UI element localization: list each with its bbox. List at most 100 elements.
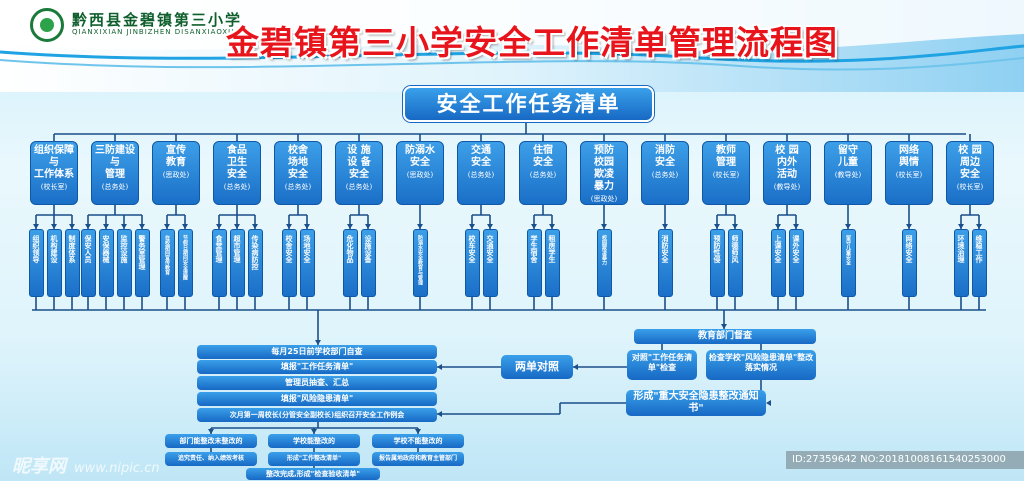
compare-box: 两单对照	[501, 355, 573, 379]
sub-item-label: 传染病防控	[251, 235, 259, 270]
sub-arrowhead	[252, 224, 258, 229]
sub-item-label: 交通安全	[486, 235, 494, 263]
sub-item-label: 环境治理	[957, 235, 965, 263]
sub-item: 节假日期间安全提醒	[177, 229, 193, 297]
sub-item: 校车安全	[464, 229, 480, 297]
category-name: 宣传 教育	[166, 145, 186, 168]
sub-item: 食堂管理	[211, 229, 227, 297]
sub-item: 防溺水安全教育与管理	[412, 229, 428, 297]
sub-item-label: 师德师风	[731, 235, 739, 263]
sub-item: 监控设施	[116, 229, 132, 297]
sub-item-label: 监控设施	[120, 235, 128, 263]
category-node: 留守 儿童(教导处)	[824, 141, 872, 205]
final-acceptance-list: 整改完成,形成"检查验收清单"	[246, 468, 380, 480]
sub-item-label: 机构建设	[50, 235, 58, 263]
category-dept: (教导处)	[773, 183, 801, 191]
sub-item-label: 维稳工作	[975, 235, 983, 263]
sub-item: 组织领导	[28, 229, 44, 297]
category-name: 三防建设 与 管理	[95, 145, 135, 180]
sub-arrowhead	[732, 224, 738, 229]
sub-item: 环境治理	[953, 229, 969, 297]
category-name: 组织保障 与 工作体系	[34, 145, 74, 180]
category-dept: (总务处)	[529, 171, 557, 179]
sub-item: 师德师风	[727, 229, 743, 297]
edu-dept-inspection: 教育部门督查	[634, 329, 816, 344]
school-name-en: QIANXIXIAN JINBIZHEN DISANXIAOXUE	[72, 28, 240, 36]
sub-item-label: 组织领导	[32, 235, 40, 263]
sub-item: 危化物品	[342, 229, 358, 297]
sub-arrowhead	[347, 224, 353, 229]
sub-arrowhead	[775, 224, 781, 229]
sub-item: 机构建设	[46, 229, 62, 297]
category-dept: (教导处)	[834, 171, 862, 179]
sub-item: 学生宿舍	[526, 229, 542, 297]
watermark-id: ID:27359642 NO:20181008161540253000	[786, 451, 1024, 469]
category-node: 防溺水 安全(思政处)	[396, 141, 444, 205]
sub-arrowhead	[286, 224, 292, 229]
flow-step-admin-check: 管理员抽查、汇总	[197, 376, 437, 390]
branch-arrowhead	[311, 429, 317, 434]
sub-item: 设施设备	[360, 229, 376, 297]
root-node: 安全工作任务清单	[403, 86, 654, 122]
sub-item: 场地安全	[299, 229, 315, 297]
category-node: 网络 舆情(校长室)	[885, 141, 933, 205]
check-risk-list: 检查学校"风险隐患清单"整改落实情况	[706, 350, 816, 380]
category-name: 校 园 周边 安全	[958, 145, 982, 180]
sub-item: 课外安全	[788, 229, 804, 297]
category-node: 食品 卫生 安全(总务处)	[213, 141, 261, 205]
sub-arrowhead	[85, 224, 91, 229]
sub-item-label: 课外安全	[792, 235, 800, 263]
category-node: 交通 安全(总务处)	[457, 141, 505, 205]
category-dept: (思政处)	[162, 171, 190, 179]
branch-arrowhead	[415, 429, 421, 434]
sub-arrowhead	[549, 224, 555, 229]
category-dept: (校长室)	[40, 183, 68, 191]
sub-arrowhead	[121, 224, 127, 229]
category-name: 预防 校园 欺凌 暴力	[594, 145, 614, 192]
category-dept: (校长室)	[712, 171, 740, 179]
category-node: 校 园 周边 安全(校长室)	[946, 141, 994, 205]
sub-arrowhead	[662, 224, 668, 229]
sub-arrowhead	[164, 224, 170, 229]
main-flow-arrowhead	[315, 340, 321, 345]
category-node: 教师 管理(校长室)	[702, 141, 750, 205]
sub-item-label: 网络安全	[905, 235, 913, 263]
category-name: 住宿 安全	[533, 145, 553, 168]
category-name: 设 施 设 备 安全	[347, 145, 371, 180]
header-banner	[0, 0, 1024, 92]
branch-school-can-fix: 学校能整改的	[268, 434, 360, 448]
sub-item: 上课安全	[770, 229, 786, 297]
watermark-brand-text: 昵享网	[12, 456, 66, 477]
category-node: 住宿 安全 (总务处)	[519, 141, 567, 205]
sub-arrowhead	[976, 224, 982, 229]
sub-arrowhead	[531, 224, 537, 229]
category-node: 校 园 内外 活动(教导处)	[763, 141, 811, 205]
sub-item-label: 安保器械	[102, 235, 110, 263]
sub-item-label: 留守儿童安全	[845, 235, 851, 265]
sub-arrowhead	[958, 224, 964, 229]
category-node: 三防建设 与 管理 (总务处)	[91, 141, 139, 205]
category-dept: (总务处)	[101, 183, 129, 191]
category-name: 防溺水 安全	[405, 145, 435, 168]
flow-step-fill-task-list: 填报"工作任务清单"	[197, 360, 437, 374]
sub-arrowhead	[139, 224, 145, 229]
category-dept: (总务处)	[223, 183, 251, 191]
sub-arrowhead	[51, 224, 57, 229]
sub-item: 网络安全	[901, 229, 917, 297]
sub-item: 制度体系	[64, 229, 80, 297]
sub-arrowhead	[182, 224, 188, 229]
sub-item-label: 在校期间宣传教育	[164, 235, 170, 275]
category-dept: (总务处)	[651, 171, 679, 179]
sub-item-label: 防溺水安全教育与管理	[417, 235, 423, 285]
sub-item-label: 预防性侵	[713, 235, 721, 263]
page-title: 金碧镇第三小学安全工作清单管理流程图	[226, 23, 838, 62]
category-node: 校舍 场地 安全(总务处)	[274, 141, 322, 205]
category-dept: (总务处)	[284, 183, 312, 191]
check-task-list: 对照"工作任务清单"检查	[627, 350, 697, 380]
result-accountability: 追究责任、纳入绩效考核	[165, 452, 257, 466]
sub-item: 传染病防控	[247, 229, 263, 297]
sub-item: 警务室管理	[134, 229, 150, 297]
sub-arrowhead	[234, 224, 240, 229]
compare-arrowhead	[437, 364, 442, 370]
